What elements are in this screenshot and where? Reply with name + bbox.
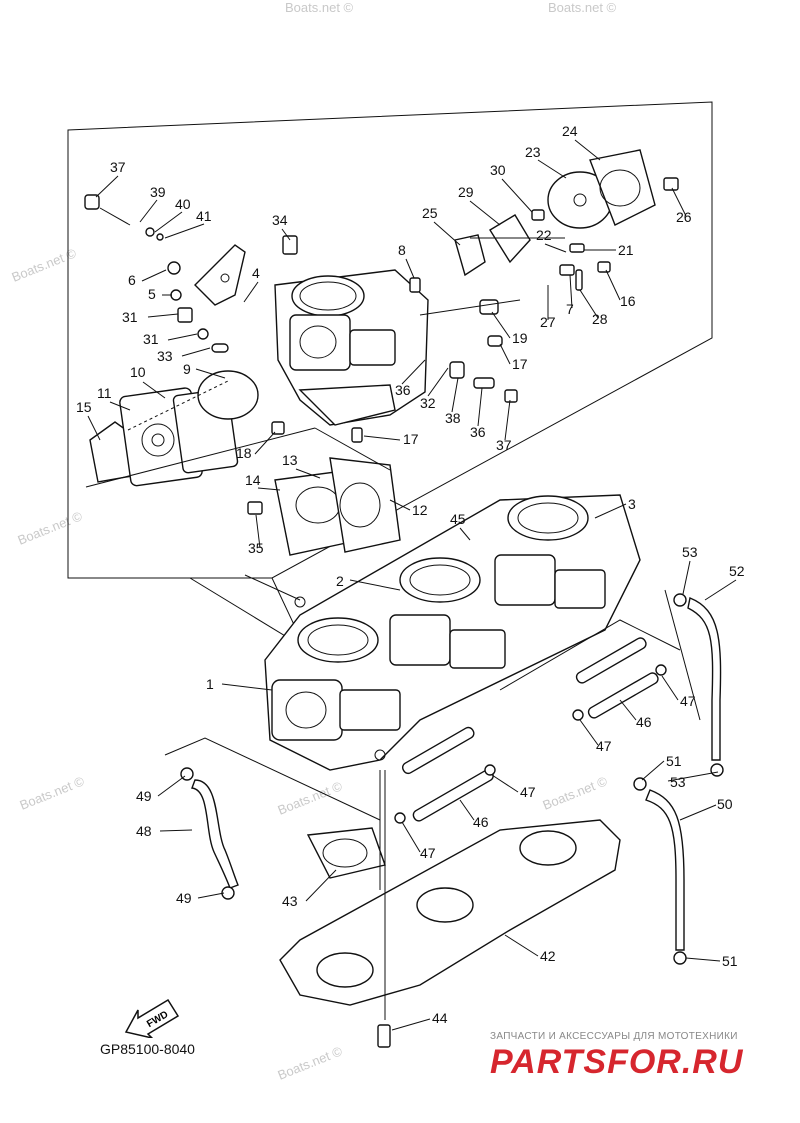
callout-30: 31 [122, 309, 138, 325]
fwd-arrow-icon: FWD [124, 998, 180, 1038]
watermark: Boats.net © [548, 0, 617, 15]
callout-15: 15 [76, 399, 92, 415]
callout-25: 26 [676, 209, 692, 225]
callout-49: 49 [176, 890, 192, 906]
callout-51: 51 [722, 953, 738, 969]
shop-tagline: ЗАПЧАСТИ И АКСЕССУАРЫ ДЛЯ МОТОТЕХНИКИ [490, 1031, 738, 1042]
callout-47: 47 [680, 693, 696, 709]
callout-45: 45 [450, 511, 466, 527]
fuel-hoses [180, 593, 724, 965]
callout-39: 39 [150, 184, 166, 200]
callout-36: 36 [470, 424, 486, 440]
callout-13: 13 [282, 452, 298, 468]
callout-47: 47 [420, 845, 436, 861]
subassembly-frame [67, 101, 713, 579]
callout-5: 5 [148, 286, 156, 302]
callout-43: 43 [282, 893, 298, 909]
callout-20: 21 [618, 242, 634, 258]
callout-2: 2 [336, 573, 344, 589]
callout-23: 24 [562, 123, 578, 139]
carburetor-assembly [264, 494, 641, 771]
watermark: Boats.net © [276, 778, 345, 818]
callout-51: 51 [666, 753, 682, 769]
callout-1: 1 [206, 676, 214, 692]
callout-28: 29 [458, 184, 474, 200]
callout-31: 32 [420, 395, 436, 411]
callout-9: 9 [183, 361, 191, 377]
callout-7: 7 [566, 301, 574, 317]
callout-34: 34 [272, 212, 288, 228]
watermark: Boats.net © [16, 508, 85, 548]
callout-47: 47 [596, 738, 612, 754]
watermark: Boats.net © [285, 0, 354, 15]
shop-logo: PARTSFOR.RU [490, 1043, 744, 1081]
callout-17: 17 [512, 356, 528, 372]
callout-38: 38 [445, 410, 461, 426]
callout-17: 17 [403, 431, 419, 447]
callout-46: 46 [473, 814, 489, 830]
callout-33: 35 [248, 540, 264, 556]
callout-10: 10 [130, 364, 146, 380]
pointer-lines-assembly [164, 574, 701, 1020]
carburetor-body-exploded [274, 269, 429, 426]
callout-12: 12 [412, 502, 428, 518]
callout-37: 37 [496, 437, 512, 453]
callout-50: 50 [717, 796, 733, 812]
subassembly-pointer [189, 577, 301, 646]
pointer-lines-exploded [85, 237, 565, 488]
intake-manifold [279, 819, 621, 1048]
diaphragm-cover-parts [89, 244, 259, 487]
callout-26: 27 [540, 314, 556, 330]
callout-53: 53 [670, 774, 686, 790]
callout-42: 42 [540, 948, 556, 964]
callout-4: 4 [252, 265, 260, 281]
callout-47: 47 [520, 784, 536, 800]
callout-40: 40 [175, 196, 191, 212]
small-hardware [84, 177, 679, 515]
drawing-code: GP85100-8040 [100, 1041, 195, 1057]
callout-52: 52 [729, 563, 745, 579]
callout-8: 8 [398, 242, 406, 258]
callout-41: 41 [196, 208, 212, 224]
callout-44: 44 [432, 1010, 448, 1026]
callout-21: 22 [536, 227, 552, 243]
callout-18: 18 [236, 445, 252, 461]
callout-3: 3 [628, 496, 636, 512]
callout-49: 49 [136, 788, 152, 804]
callout-32: 33 [157, 348, 173, 364]
watermark: Boats.net © [18, 773, 87, 813]
callout-11: 11 [97, 385, 112, 401]
callout-leaders [87, 139, 737, 1031]
callout-29: 30 [490, 162, 506, 178]
callout-16: 16 [620, 293, 636, 309]
callout-6: 6 [128, 272, 136, 288]
callout-22: 23 [525, 144, 541, 160]
callout-46: 46 [636, 714, 652, 730]
callout-14: 14 [245, 472, 261, 488]
callout-53: 53 [682, 544, 698, 560]
callout-27: 28 [592, 311, 608, 327]
watermark: Boats.net © [541, 773, 610, 813]
callout-37: 37 [110, 159, 126, 175]
pump-cover-parts [274, 457, 401, 556]
callout-19: 19 [512, 330, 528, 346]
callout-48: 48 [136, 823, 152, 839]
callout-35: 36 [395, 382, 411, 398]
watermark: Boats.net © [276, 1043, 345, 1083]
callout-24: 25 [422, 205, 438, 221]
callout-31: 31 [143, 331, 159, 347]
